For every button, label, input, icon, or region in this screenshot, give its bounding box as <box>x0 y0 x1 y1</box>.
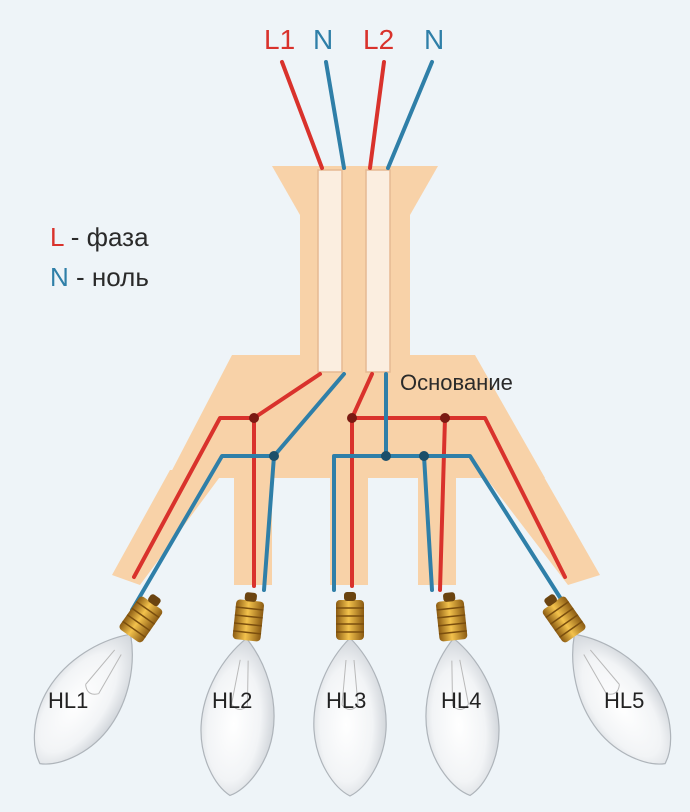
wire-n2-in <box>386 60 434 170</box>
base-label: Основание <box>400 370 513 395</box>
terminal-block-1 <box>317 169 343 373</box>
bulb-label-hl3: HL3 <box>326 688 367 713</box>
legend-neutral-text: - ноль <box>76 262 149 292</box>
arm-hl1 <box>112 470 225 585</box>
wire-label-l1: L1 <box>264 24 296 55</box>
fixture-column <box>300 205 410 363</box>
bulb-hl1 <box>9 575 188 786</box>
wire-l2-in <box>368 60 386 170</box>
junction-dots <box>249 413 450 461</box>
bulb-label-hl4: HL4 <box>441 688 482 713</box>
legend-phase: L - фаза <box>50 222 149 253</box>
bulb-label-hl5: HL5 <box>604 688 645 713</box>
wire-label-n2: N <box>424 24 445 55</box>
wire-n1-in <box>324 60 346 170</box>
bulb-label-hl1: HL1 <box>48 688 89 713</box>
legend-phase-text: - фаза <box>70 222 149 252</box>
bulb-label-hl2: HL2 <box>212 688 253 713</box>
legend-neutral: N - ноль <box>50 262 149 293</box>
wire-label-l2: L2 <box>363 24 395 55</box>
terminal-block-2 <box>365 169 391 373</box>
wire-l1-in <box>280 60 324 170</box>
legend-phase-letter: L <box>50 222 64 252</box>
legend-neutral-letter: N <box>50 262 69 292</box>
arm-hl4 <box>418 470 456 585</box>
fixture-cap <box>272 166 438 215</box>
arm-hl3 <box>330 470 368 585</box>
bulb-hl5 <box>517 575 690 786</box>
wire-label-n1: N <box>313 24 334 55</box>
